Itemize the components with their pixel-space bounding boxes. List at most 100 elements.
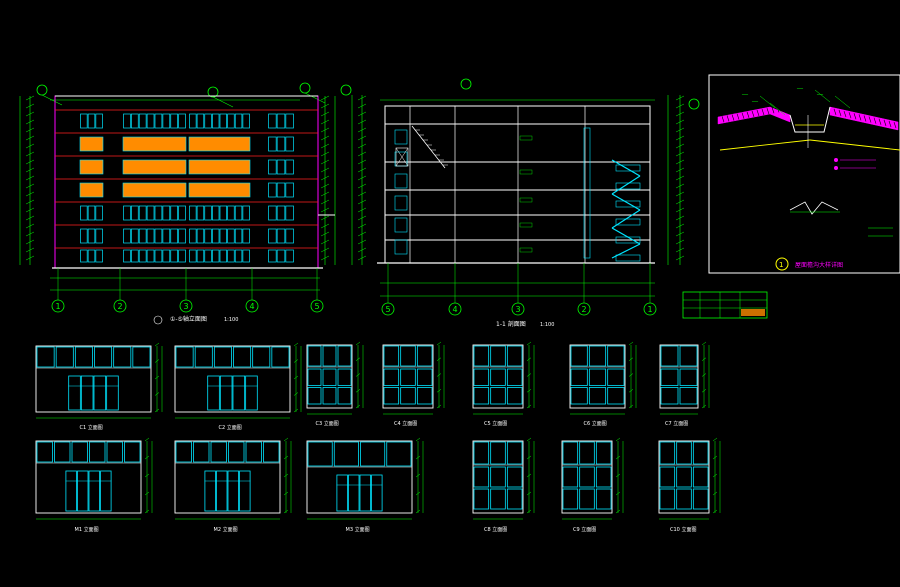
dim-tick [320, 175, 330, 181]
window-pane [204, 228, 212, 244]
dim-tick [675, 175, 685, 181]
dim-tick [357, 223, 367, 229]
dim-tick [320, 151, 330, 157]
window-pane [162, 205, 171, 221]
dim-tick [144, 437, 150, 442]
transom-pane [490, 345, 506, 367]
dim-tick [320, 135, 330, 141]
dim-tick [675, 191, 685, 197]
note-dot [834, 166, 838, 170]
window-unit-c2 [174, 342, 302, 419]
window-pane [227, 113, 235, 129]
grid-label: 5 [315, 302, 320, 311]
leader-line [212, 96, 234, 108]
sash-pane [676, 466, 692, 488]
transom-pane [54, 441, 71, 463]
window-pane [146, 205, 155, 221]
window-pane [131, 113, 139, 129]
transom-pane [383, 345, 400, 367]
window-brick-panel [188, 182, 251, 198]
window-pane [242, 228, 250, 244]
dim-tick [320, 207, 330, 213]
dim-tick [357, 119, 367, 125]
transom-pane [271, 346, 290, 368]
window-brick-panel [122, 136, 187, 152]
dim-tick [320, 95, 330, 101]
window-pane [276, 182, 286, 198]
sash-pane [570, 368, 588, 386]
dim-tick [25, 207, 35, 213]
sash-pane [322, 368, 337, 386]
dim-tick [526, 455, 532, 460]
dim-tick [675, 215, 685, 221]
door-leaf [93, 375, 107, 411]
tile-mark [731, 114, 735, 121]
dim-tick [357, 199, 367, 205]
window-pane [80, 249, 88, 263]
dim-tick [144, 473, 150, 478]
sash-pane [307, 368, 322, 386]
grid-label: 1 [648, 305, 653, 314]
window-pane [219, 249, 227, 263]
dim-tick [675, 151, 685, 157]
dim-tick [320, 111, 330, 117]
window-unit-c3 [306, 341, 364, 415]
dim-tick [144, 509, 150, 514]
transom-pane [194, 346, 213, 368]
door-leaf [336, 474, 348, 512]
transom-pane [473, 441, 490, 465]
transom-pane [676, 441, 692, 465]
transom-pane [473, 345, 490, 367]
dim-tick [675, 103, 685, 109]
tile-mark [746, 111, 750, 118]
transom-pane [659, 441, 676, 465]
sash-pane [400, 387, 416, 405]
sash-pane [562, 488, 579, 510]
section-caption-group: 1-1 剖面图 1:100 [496, 320, 554, 328]
window-pane [80, 205, 88, 221]
window-pane [170, 249, 178, 263]
dim-tick [436, 341, 442, 346]
window-pane [178, 228, 186, 244]
window-pane [219, 113, 227, 129]
window-pane [170, 205, 178, 221]
window-pane [138, 113, 147, 129]
roof-detail-marker: 1 [779, 261, 783, 269]
window-pane [146, 228, 155, 244]
dim-tick [526, 491, 532, 496]
tile-mark [741, 112, 745, 119]
window-pane [80, 228, 88, 244]
stair-flight [611, 175, 641, 195]
window-pane [154, 205, 163, 221]
window-pane [268, 136, 277, 152]
sash-pane [506, 488, 523, 510]
grid-bubble [310, 299, 324, 313]
window-pane [123, 249, 131, 263]
transom-pane [570, 345, 588, 367]
window-pane [268, 159, 277, 175]
dim-tick [25, 175, 35, 181]
dim-tick [320, 247, 330, 253]
elevation-scale: 1:100 [224, 317, 238, 323]
dim-tick [320, 159, 330, 165]
stair-landing [615, 182, 641, 190]
transom-pane [245, 441, 262, 463]
roof-detail-marker-circle [775, 257, 789, 271]
dim-tick [320, 199, 330, 205]
dim-tick [436, 404, 442, 409]
dim-tick [712, 509, 718, 514]
sash-pane [579, 488, 595, 510]
transom-pane [213, 346, 232, 368]
dim-tick [675, 167, 685, 173]
window-brick-panel [79, 182, 104, 198]
dim-tick [154, 342, 160, 347]
sash-pane [562, 466, 579, 488]
window-pane [212, 205, 220, 221]
sash-pane [506, 387, 523, 405]
window-caption: M2 立面图 [214, 526, 238, 533]
window-unit-c6 [569, 341, 637, 415]
section-window [394, 239, 408, 255]
sash-pane [490, 387, 506, 405]
cross-line [395, 147, 409, 167]
